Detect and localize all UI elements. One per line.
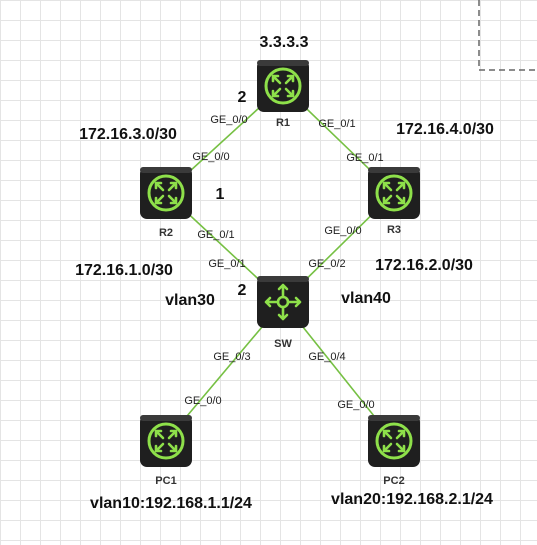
l3-switch-icon [255, 274, 311, 330]
switch-sw[interactable] [255, 274, 311, 330]
port-label-pc2-ge00: GE_0/0 [337, 399, 374, 411]
router-icon [366, 165, 422, 221]
subnet-r3-sw: 172.16.2.0/30 [375, 257, 473, 274]
device-label-r1: R1 [276, 117, 290, 129]
vlan-label-r2-side: vlan30 [165, 292, 215, 309]
port-label-pc1-ge00: GE_0/0 [184, 395, 221, 407]
port-label-r3-ge01: GE_0/1 [346, 152, 383, 164]
device-label-sw: SW [274, 338, 292, 350]
port-label-sw-ge01: GE_0/1 [208, 258, 245, 270]
port-label-r1-ge00: GE_0/0 [210, 114, 247, 126]
device-label-pc2: PC2 [383, 475, 404, 487]
router-icon [138, 165, 194, 221]
router-icon [138, 413, 194, 469]
port-label-r3-ge00: GE_0/0 [324, 225, 361, 237]
router-r3[interactable] [366, 165, 422, 221]
device-label-r3: R3 [387, 224, 401, 236]
router-icon [255, 58, 311, 114]
vlan-label-r3-side: vlan40 [341, 290, 391, 307]
port-label-sw-ge04: GE_0/4 [308, 351, 345, 363]
r1-loopback-address: 3.3.3.3 [260, 34, 309, 51]
pc-pc2[interactable] [366, 413, 422, 469]
subnet-r1-r2: 172.16.3.0/30 [79, 126, 177, 143]
device-label-r2: R2 [159, 227, 173, 239]
pc-pc1[interactable] [138, 413, 194, 469]
port-label-r2-ge00: GE_0/0 [192, 151, 229, 163]
router-r1[interactable] [255, 58, 311, 114]
sw-link-number: 2 [238, 282, 247, 299]
port-label-r2-ge01: GE_0/1 [197, 229, 234, 241]
subnet-r2-sw: 172.16.1.0/30 [75, 262, 173, 279]
pc1-network-label: vlan10:192.168.1.1/24 [90, 495, 252, 512]
pc2-network-label: vlan20:192.168.2.1/24 [331, 491, 493, 508]
port-label-sw-ge03: GE_0/3 [213, 351, 250, 363]
router-icon [366, 413, 422, 469]
device-label-pc1: PC1 [155, 475, 176, 487]
port-label-r1-ge01: GE_0/1 [318, 118, 355, 130]
subnet-r1-r3: 172.16.4.0/30 [396, 121, 494, 138]
r1-link-number: 2 [238, 89, 247, 106]
router-r2[interactable] [138, 165, 194, 221]
dashed-area-box [478, 0, 537, 71]
r2-link-number: 1 [216, 186, 225, 203]
port-label-sw-ge02: GE_0/2 [308, 258, 345, 270]
